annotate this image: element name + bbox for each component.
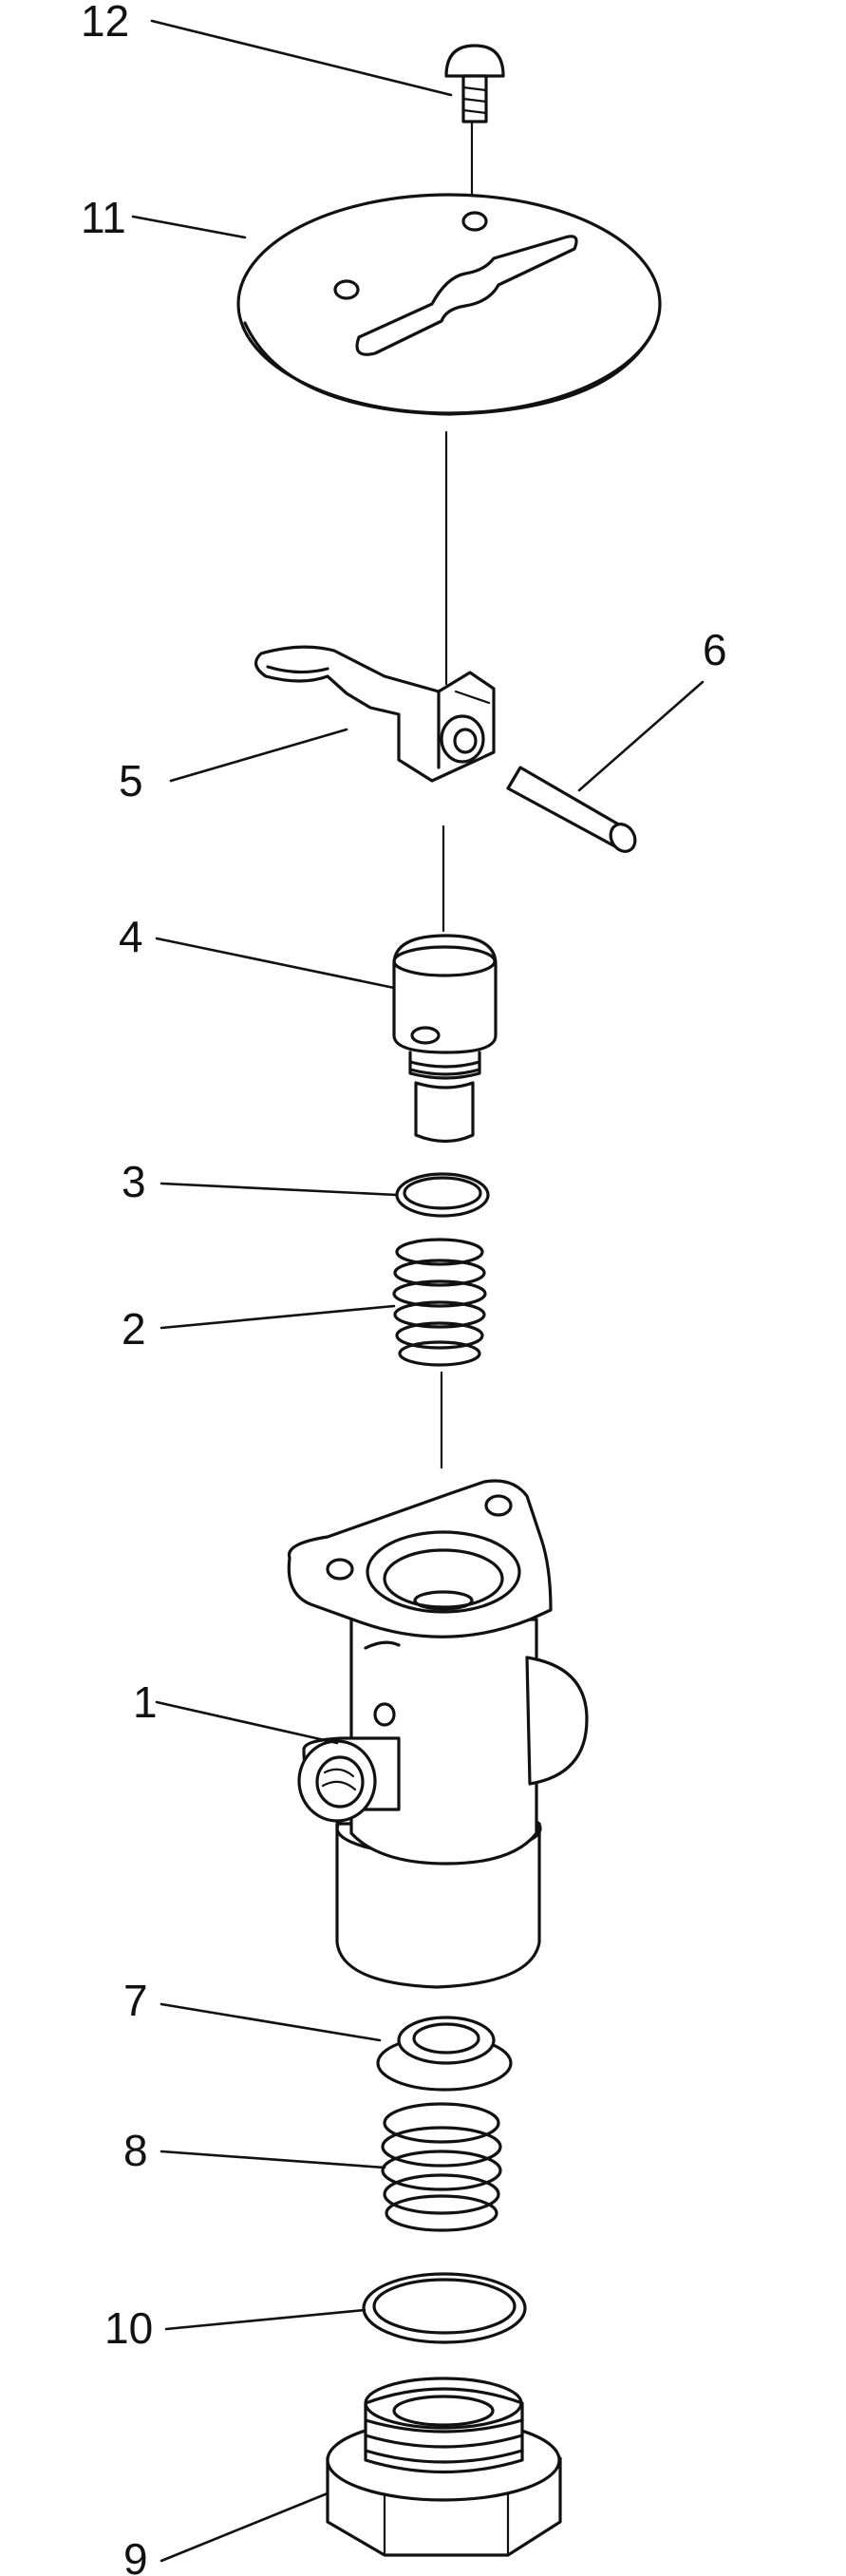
part-5-lever [254, 645, 496, 783]
callout-6: 6 [703, 625, 727, 674]
callout-12: 12 [81, 0, 129, 46]
part-2-spring [392, 1238, 487, 1367]
part-1-valve-body [287, 1479, 589, 1989]
callout-4: 4 [119, 912, 143, 961]
part-3-oring [395, 1172, 490, 1218]
leader-3 [160, 1182, 399, 1197]
part-12-screw [444, 44, 505, 123]
leader-10 [164, 2308, 367, 2331]
leader-4 [155, 937, 396, 990]
leader-12 [150, 19, 453, 97]
callout-8: 8 [123, 2126, 148, 2175]
part-9-plug [326, 2377, 562, 2557]
leader-11 [131, 215, 247, 239]
part-7-seat [376, 2016, 513, 2092]
leader-9 [160, 2491, 329, 2563]
part-10-oring [362, 2272, 527, 2344]
part-6-pin [506, 766, 637, 853]
leader-7 [160, 2002, 382, 2042]
callout-2: 2 [122, 1304, 146, 1354]
callout-1: 1 [133, 1677, 158, 1727]
callout-5: 5 [119, 756, 143, 805]
callout-10: 10 [104, 2303, 153, 2353]
callout-7: 7 [123, 1976, 148, 2025]
part-4-plunger [392, 934, 498, 1144]
leader-2 [160, 1304, 396, 1330]
callout-3: 3 [122, 1157, 146, 1206]
part-11-plate [236, 193, 662, 416]
leader-8 [160, 2150, 386, 2169]
callout-9: 9 [123, 2534, 148, 2576]
callout-11: 11 [81, 193, 126, 242]
part-8-spring [381, 2102, 502, 2232]
leader-5 [169, 728, 348, 783]
leader-6 [577, 680, 705, 792]
leader-1 [155, 1700, 339, 1745]
